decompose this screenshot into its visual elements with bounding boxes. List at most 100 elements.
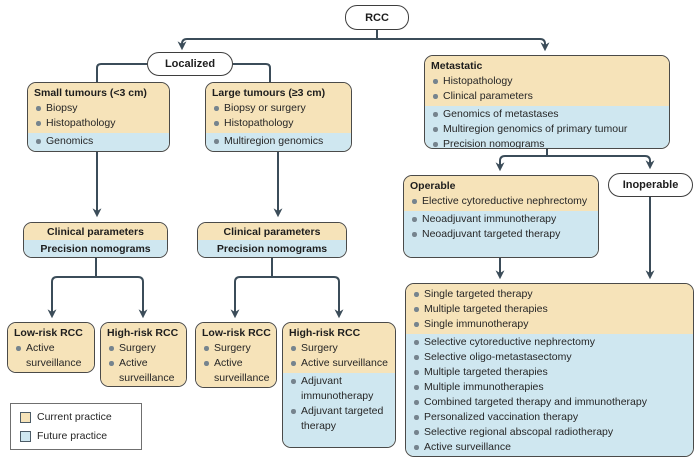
box-title: Large tumours (≥3 cm) (212, 87, 326, 99)
bullet-text: Single immunotherapy (424, 318, 529, 330)
bullet-item: Neoadjuvant immunotherapy (410, 212, 594, 227)
bullet-item: Genomics of metastases (431, 107, 665, 122)
clinical-b-split-line (230, 276, 344, 319)
bullet-text: Selective cytoreductive nephrectomy (424, 336, 595, 348)
bullet-item: Surgery (289, 341, 391, 356)
bullet-icon (414, 445, 419, 450)
bullet-text: Multiple targeted therapies (424, 366, 548, 378)
bullet-item: Adjuvant targeted therapy (289, 404, 391, 434)
bullet-text: Neoadjuvant targeted therapy (422, 228, 561, 240)
bullet-item: Personalized vaccination therapy (412, 410, 689, 425)
bullet-icon (291, 379, 296, 384)
future-items: Genomics (34, 134, 165, 149)
bullet-item: Precision nomograms (431, 137, 665, 149)
bullet-text: Active surveillance (301, 357, 388, 369)
rcc-root-node: RCC (345, 5, 409, 30)
bullet-item: Multiregion genomics (212, 134, 347, 149)
legend-future-label: Future practice (37, 430, 108, 442)
bullet-icon (36, 121, 41, 126)
bullet-icon (214, 121, 219, 126)
bullet-icon (109, 361, 114, 366)
bullet-icon (412, 217, 417, 222)
bullet-text: Selective oligo-metastasectomy (424, 351, 572, 363)
bullet-icon (414, 322, 419, 327)
bullet-item: Adjuvant immunotherapy (289, 374, 391, 404)
box-title: High-risk RCC (289, 327, 361, 339)
current-practice-section: Low-risk RCC Active surveillance (8, 323, 94, 372)
bullet-item: Multiple targeted therapies (412, 302, 689, 317)
box-title: Low-risk RCC (14, 327, 83, 339)
bullet-text: Biopsy (46, 102, 78, 114)
bullet-item: Multiple immunotherapies (412, 380, 689, 395)
bullet-text: Personalized vaccination therapy (424, 411, 579, 423)
box-title: Small tumours (<3 cm) (34, 87, 147, 99)
bullet-text: Genomics (46, 135, 94, 147)
bullet-text: Precision nomograms (443, 138, 545, 149)
bullet-icon (109, 346, 114, 351)
bullet-text: Adjuvant targeted therapy (301, 405, 384, 432)
bullet-icon (204, 361, 209, 366)
bullet-text: Surgery (301, 342, 338, 354)
bullet-item: Neoadjuvant targeted therapy (410, 227, 594, 242)
bullet-text: Elective cytoreductive nephrectomy (422, 195, 588, 207)
bullet-icon (214, 139, 219, 144)
bullet-item: Single immunotherapy (412, 317, 689, 332)
future-practice-section: Genomics (28, 133, 169, 151)
bullet-icon (414, 292, 419, 297)
legend-current-label: Current practice (37, 411, 112, 423)
legend-row-future: Future practice (20, 430, 132, 442)
bullet-text: Multiregion genomics (224, 135, 324, 147)
current-practice-swatch-icon (20, 411, 31, 423)
bullet-text: Multiple targeted therapies (424, 303, 548, 315)
bullet-icon (36, 106, 41, 111)
localized-right-elbow-line (233, 63, 271, 82)
metastatic-split-line (495, 155, 655, 172)
bullet-text: Single targeted therapy (424, 288, 533, 300)
bullet-icon (291, 346, 296, 351)
future-items: Multiregion genomics (212, 134, 347, 149)
clinical-parameters-box-right: Clinical parameters Precision nomograms (197, 222, 347, 258)
bullet-item: Histopathology (34, 116, 165, 131)
bullet-text: Multiregion genomics of primary tumour (443, 123, 628, 135)
bullet-item: Active surveillance (14, 341, 90, 371)
box-title: Low-risk RCC (202, 327, 271, 339)
localized-left-elbow-line (96, 63, 147, 82)
bullet-item: Active surveillance (412, 440, 689, 455)
bullet-text: Active surveillance (119, 357, 175, 384)
bullet-text: Adjuvant immunotherapy (301, 375, 374, 402)
bullet-item: Active surveillance (202, 356, 272, 386)
bullet-icon (433, 112, 438, 117)
clinical-parameters-box-left: Clinical parameters Precision nomograms (23, 222, 168, 258)
localized-node: Localized (147, 52, 233, 76)
bullet-text: Genomics of metastases (443, 108, 559, 120)
bullet-item: Selective regional abscopal radiotherapy (412, 425, 689, 440)
bullet-icon (433, 127, 438, 132)
bullet-icon (414, 340, 419, 345)
bullet-text: Multiple immunotherapies (424, 381, 544, 393)
bullet-icon (414, 307, 419, 312)
bullet-icon (414, 370, 419, 375)
box-title: Metastatic (431, 60, 483, 72)
bullet-text: Histopathology (224, 117, 294, 129)
bullet-item: Histopathology (431, 74, 665, 89)
bullet-text: Selective regional abscopal radiotherapy (424, 426, 614, 438)
bullet-icon (291, 361, 296, 366)
